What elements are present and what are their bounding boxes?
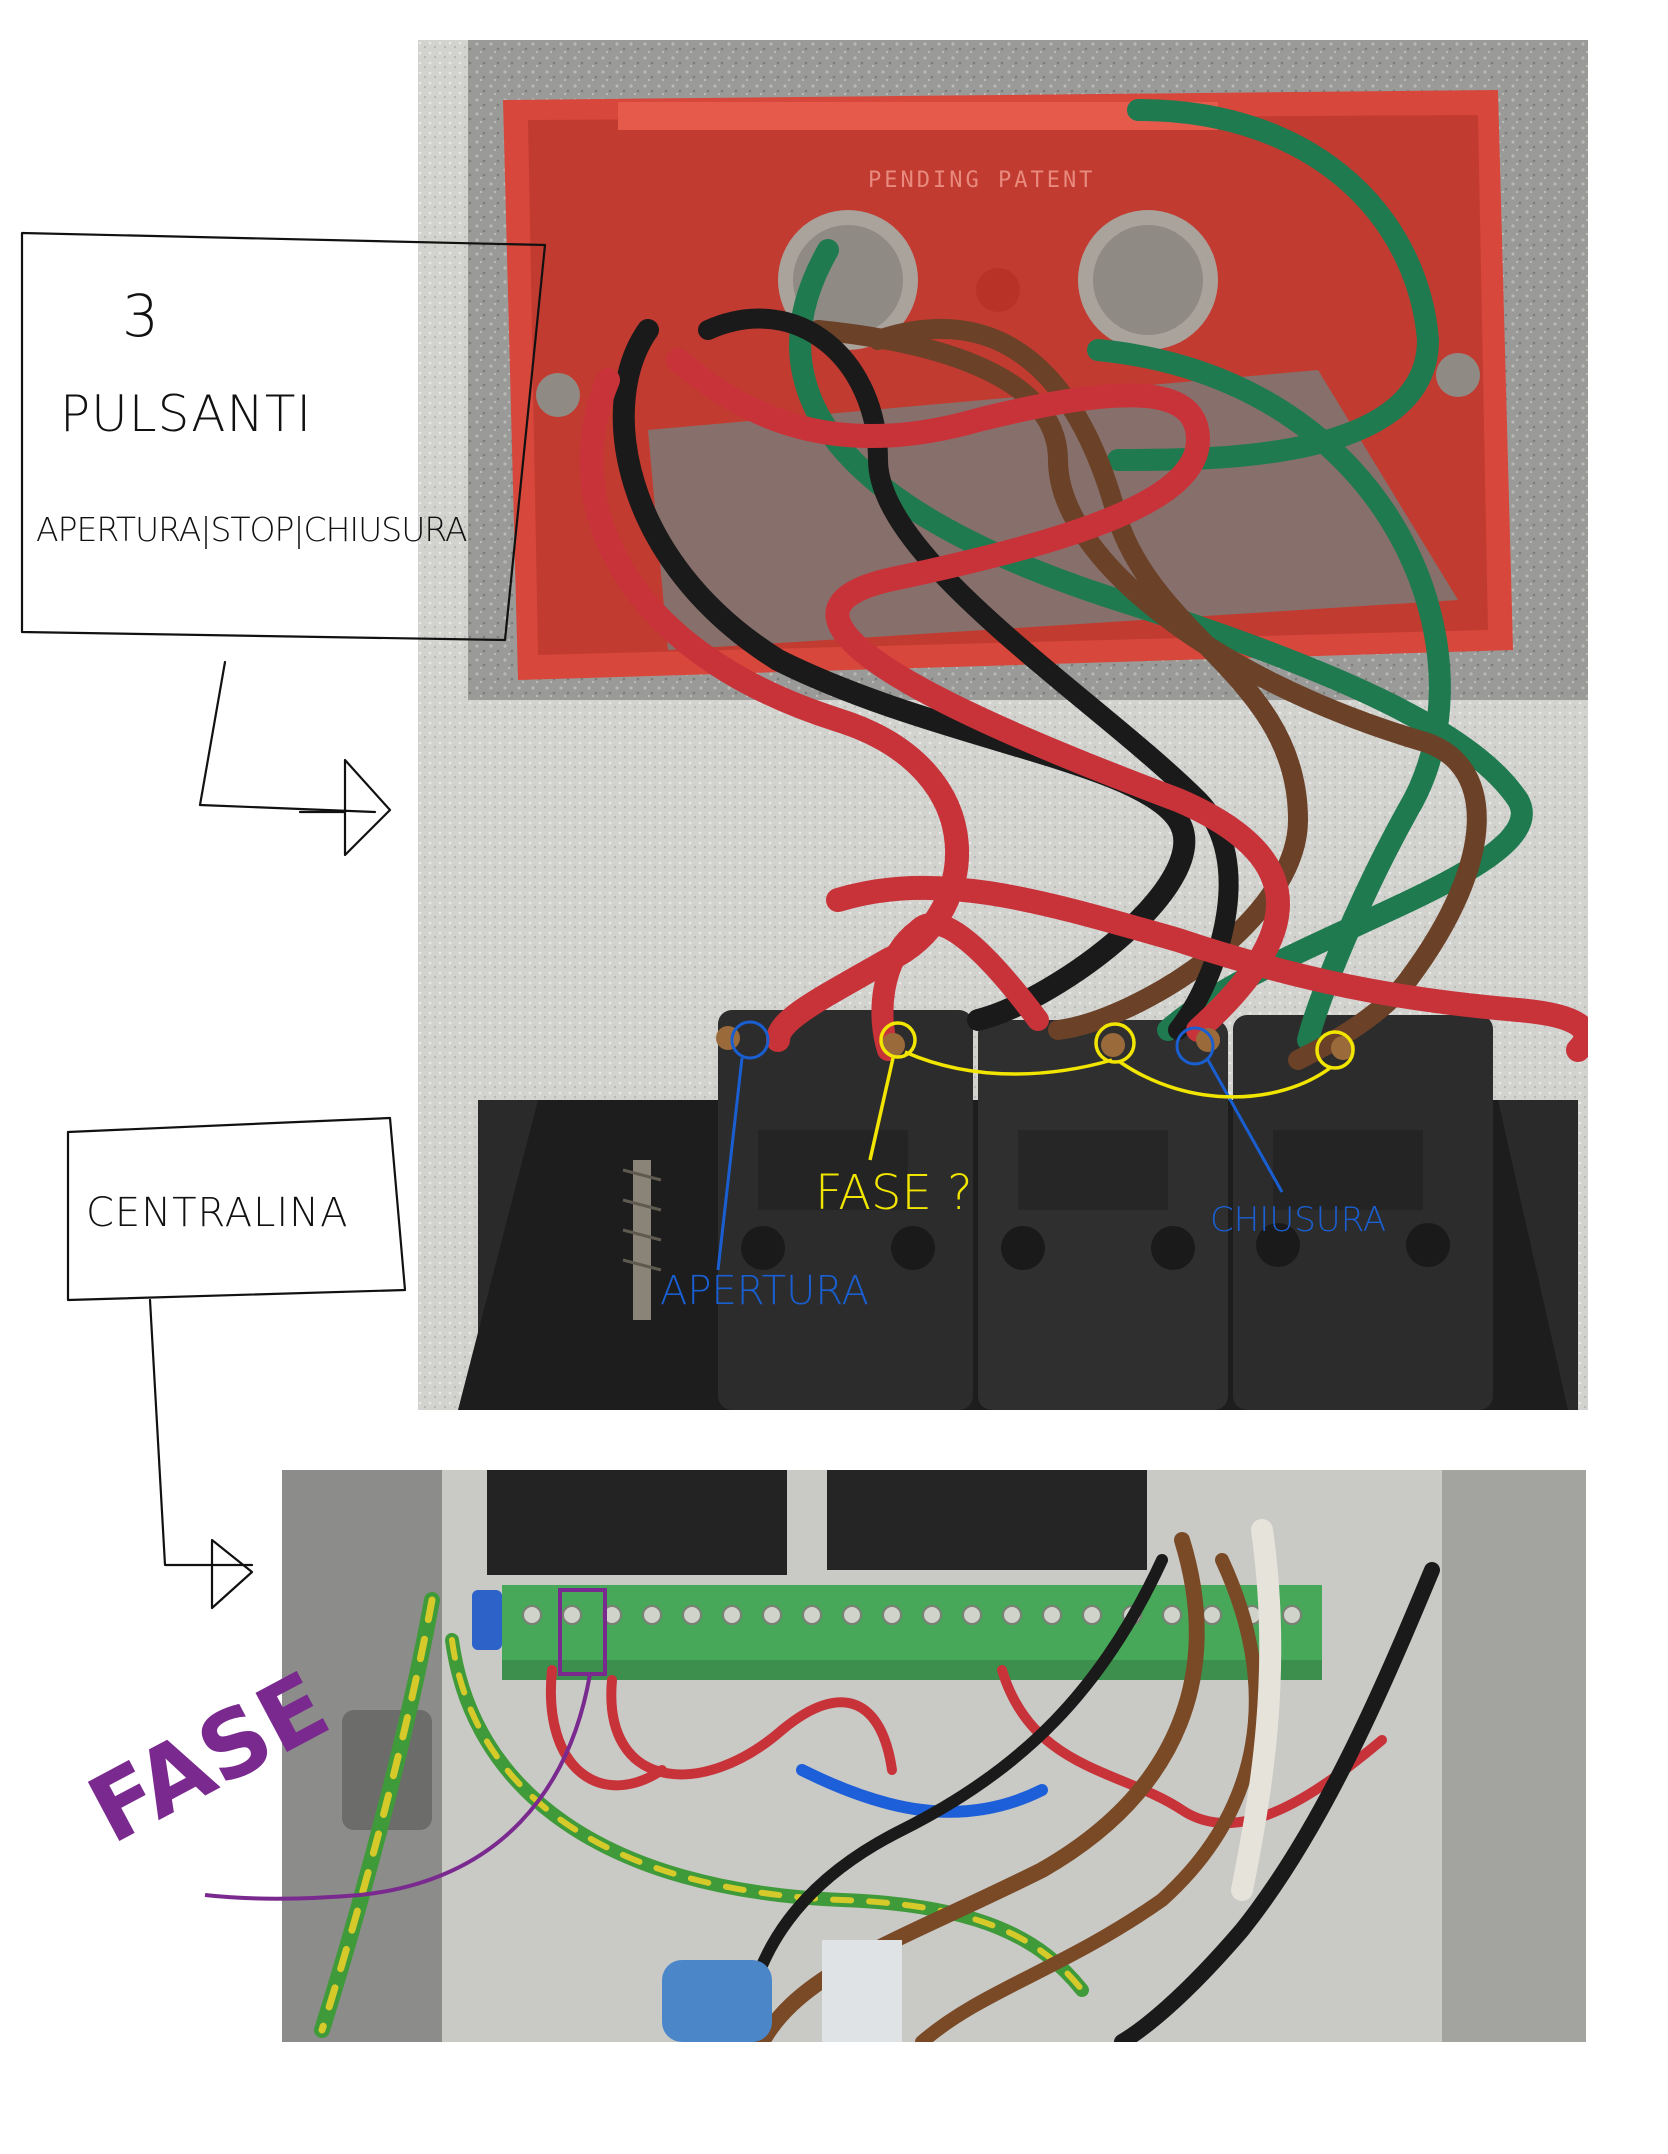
terminal-block [502, 1585, 1322, 1680]
apertura-label: APERTURA [660, 1268, 869, 1314]
arrow-to-switches [198, 660, 377, 814]
arrow-to-control-unit [148, 1298, 254, 1567]
pulsanti-title: PULSANTI [60, 385, 313, 443]
fase-question-label: FASE ? [815, 1165, 973, 1221]
box-stamp-text: PENDING PATENT [868, 168, 1095, 193]
blue-markers [716, 1020, 1284, 1271]
pulsanti-subtitle: APERTURA|STOP|CHIUSURA [36, 510, 468, 549]
wires-top [579, 99, 1588, 1070]
pulsanti-box-outline [20, 231, 547, 642]
fase-purple-markers [204, 1588, 607, 1901]
switch-modules [458, 1010, 1578, 1410]
wires-bottom [314, 1519, 1440, 2042]
fase-yellow-markers [868, 1021, 1355, 1161]
chiusura-label: CHIUSURA [1210, 1200, 1387, 1240]
pulsanti-count: 3 [122, 282, 159, 350]
centralina-box-outline [66, 1116, 407, 1302]
control-unit-photo [282, 1470, 1586, 2042]
centralina-label: CENTRALINA [86, 1190, 349, 1236]
switch-box-photo: PENDING PATENT [418, 40, 1588, 1410]
